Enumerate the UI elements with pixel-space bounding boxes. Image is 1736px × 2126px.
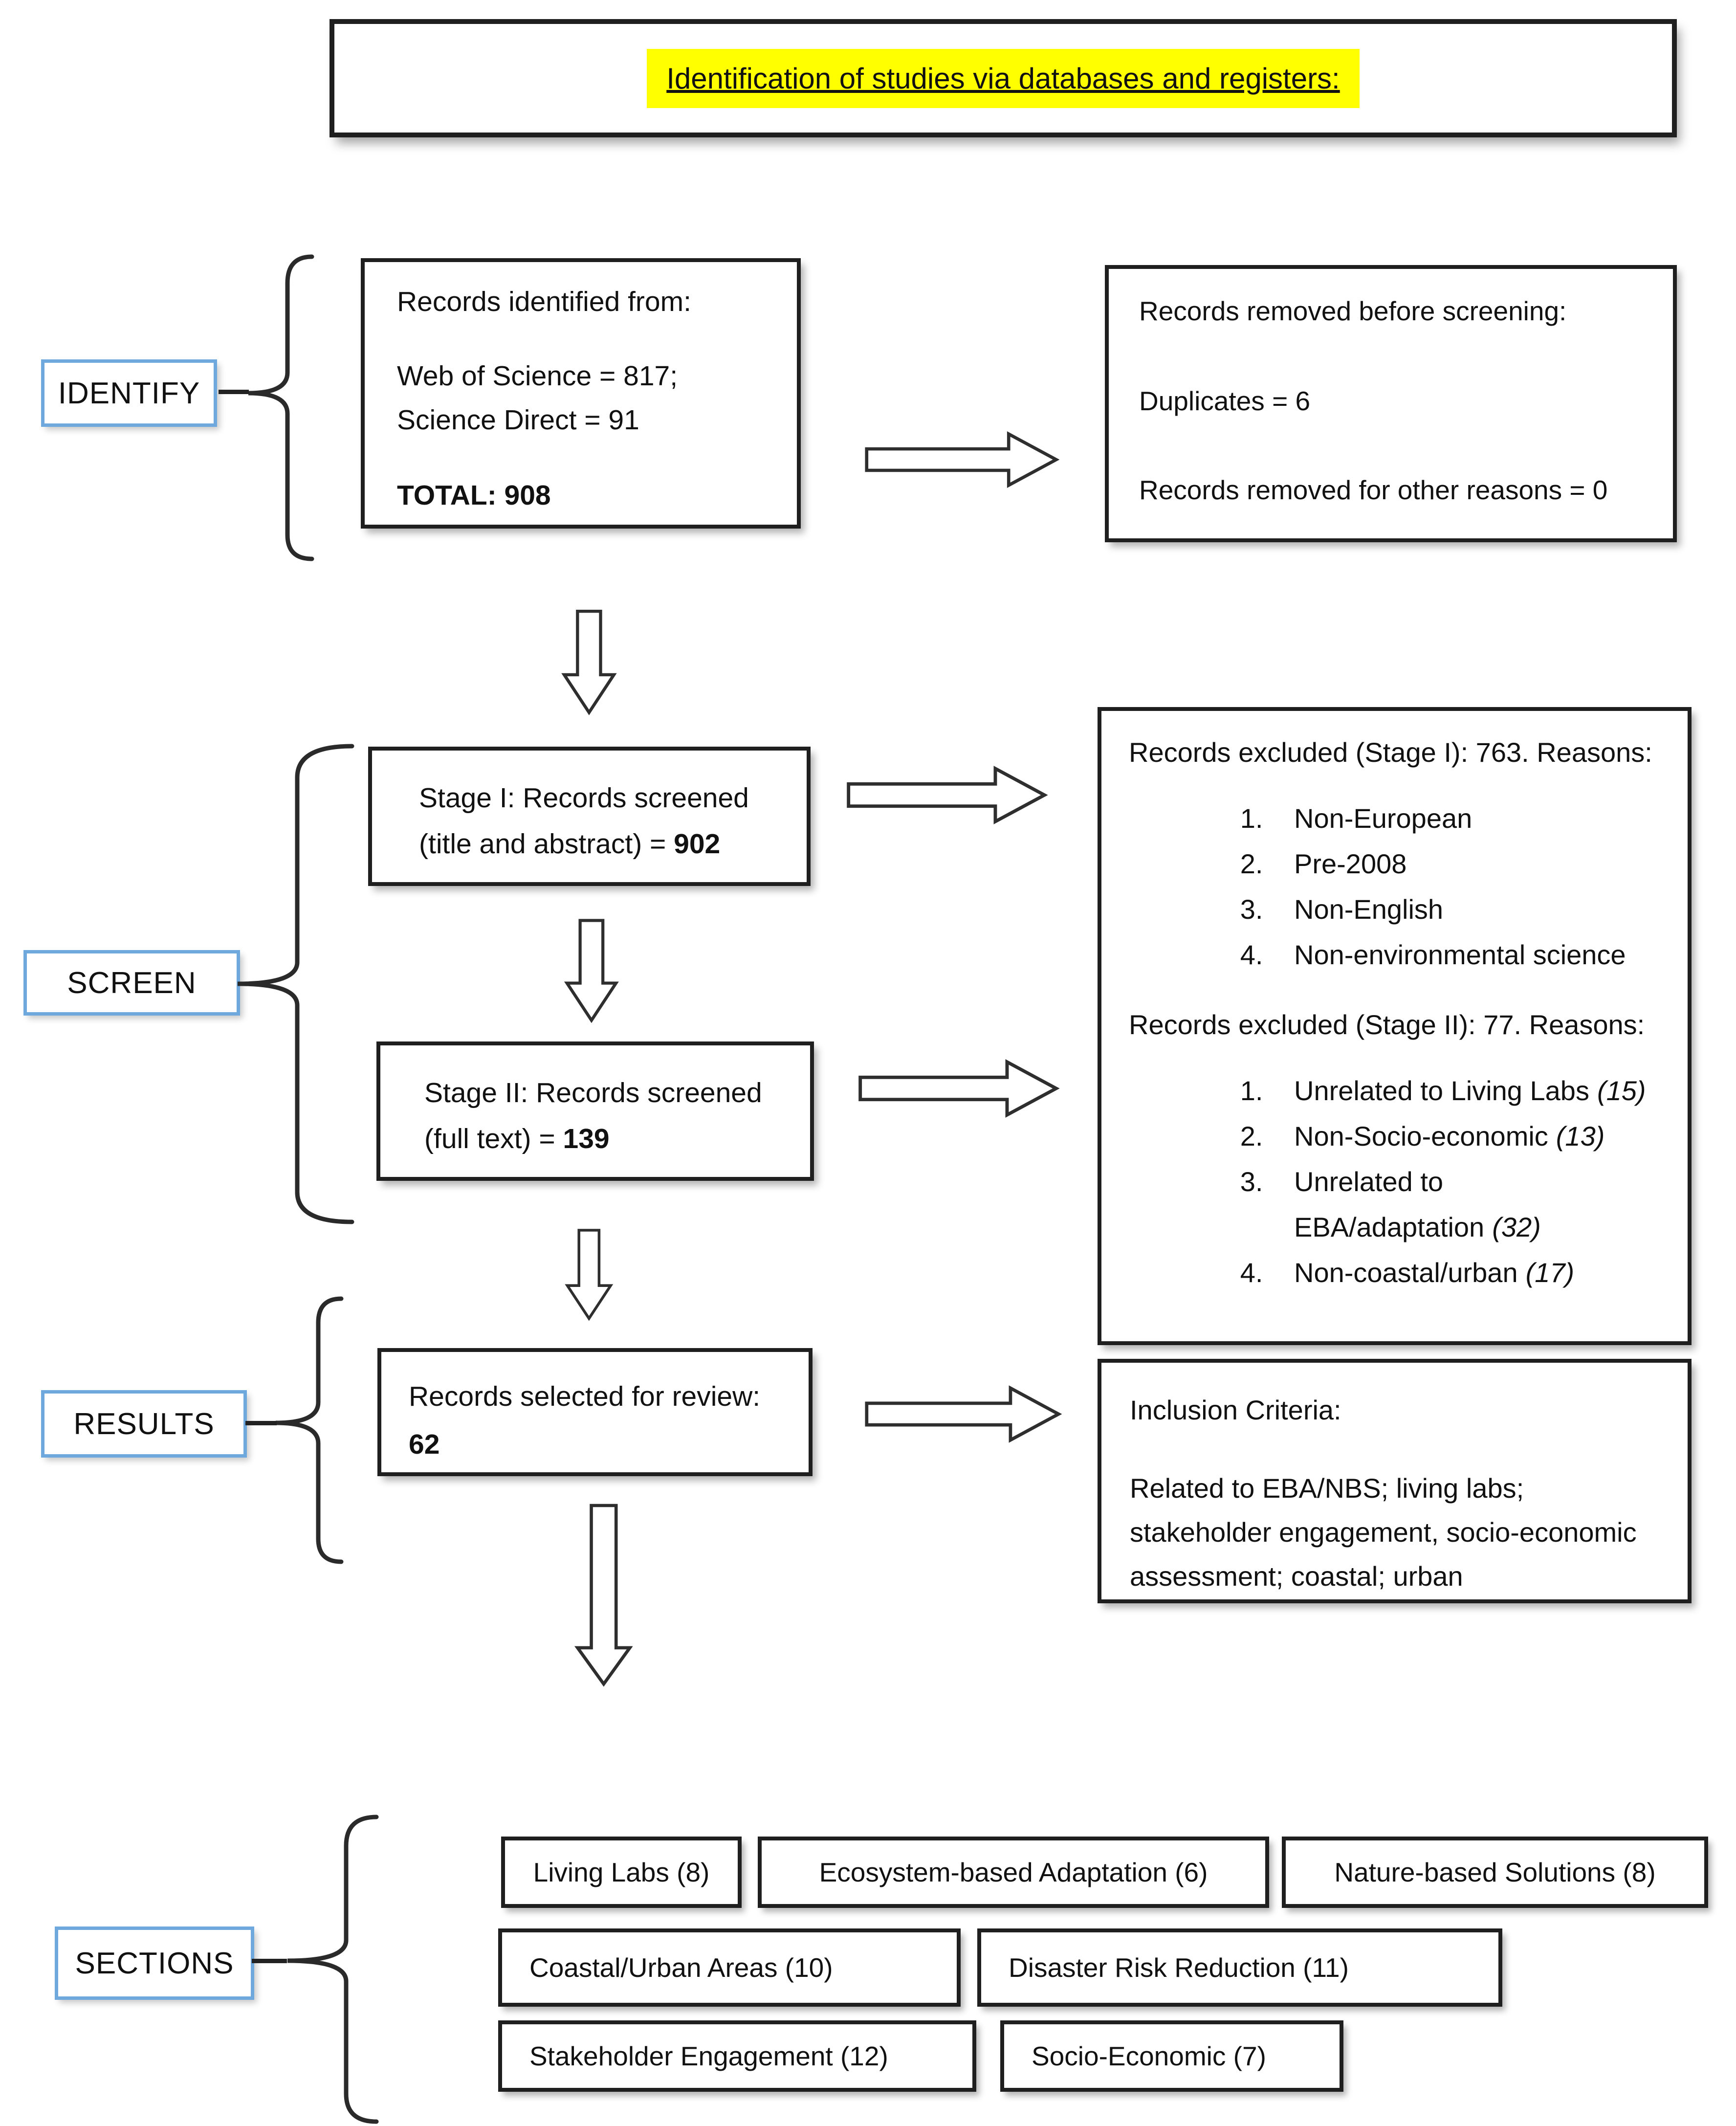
- right-arrow-icon: [865, 431, 1060, 488]
- duplicates-line: Duplicates = 6: [1139, 386, 1311, 416]
- excluded-reason: Unrelated to Living Labs(15): [1271, 1068, 1674, 1113]
- identify-brace-icon: [248, 254, 314, 561]
- records-removed-heading: Records removed before screening:: [1139, 296, 1567, 326]
- down-arrow-icon: [564, 919, 619, 1023]
- inclusion-criteria-box: Inclusion Criteria: Related to EBA/NBS; …: [1098, 1359, 1692, 1603]
- records-removed-box: Records removed before screening: Duplic…: [1105, 265, 1677, 542]
- stage1-count: 902: [674, 828, 721, 860]
- down-arrow-icon: [561, 609, 617, 715]
- other-reasons-line: Records removed for other reasons = 0: [1139, 475, 1608, 505]
- section-socio-economic: Socio-Economic (7): [1000, 2020, 1343, 2092]
- right-arrow-icon: [865, 1385, 1062, 1443]
- excluded-reason: Non-English: [1271, 886, 1674, 932]
- excluded-stage1-list: Non-European Pre-2008 Non-English Non-en…: [1129, 796, 1674, 977]
- stage1-line1: Stage I: Records screened: [419, 782, 749, 814]
- results-label: RESULTS: [41, 1390, 247, 1458]
- right-arrow-icon: [847, 766, 1048, 824]
- stage1-line2: (title and abstract) = 902: [419, 828, 721, 860]
- page-title: Identification of studies via databases …: [647, 48, 1360, 108]
- source-count: Web of Science = 817;: [397, 360, 678, 392]
- excluded-reason: Non-Socio-economic(13): [1271, 1113, 1674, 1159]
- records-identified-heading: Records identified from:: [397, 286, 691, 317]
- excluded-reason: Unrelated to EBA/adaptation(32): [1271, 1159, 1674, 1250]
- section-living-labs: Living Labs (8): [501, 1837, 742, 1908]
- section-disaster-risk-reduction: Disaster Risk Reduction (11): [977, 1928, 1502, 2007]
- inclusion-heading: Inclusion Criteria:: [1130, 1395, 1341, 1425]
- excluded-stage2-list: Unrelated to Living Labs(15) Non-Socio-e…: [1129, 1068, 1674, 1295]
- source-count: Science Direct = 91: [397, 404, 639, 436]
- long-down-arrow-icon: [574, 1504, 633, 1687]
- screen-brace-icon: [237, 744, 354, 1224]
- identify-label: IDENTIFY: [41, 359, 217, 427]
- title-box: Identification of studies via databases …: [330, 19, 1677, 137]
- right-arrow-icon: [858, 1059, 1060, 1118]
- excluded-reason: Pre-2008: [1271, 841, 1674, 886]
- stage2-screened-box: Stage II: Records screened (full text) =…: [376, 1041, 814, 1181]
- total-count: TOTAL: 908: [397, 480, 551, 511]
- sections-brace-icon: [287, 1815, 379, 2124]
- sections-connector-line: [252, 1959, 287, 1963]
- excluded-reason: Non-coastal/urban(17): [1271, 1250, 1674, 1295]
- stage1-screened-box: Stage I: Records screened (title and abs…: [368, 747, 811, 886]
- excluded-reason: Non-European: [1271, 796, 1674, 841]
- section-coastal-urban-areas: Coastal/Urban Areas (10): [498, 1928, 961, 2007]
- stage2-line1: Stage II: Records screened: [424, 1077, 762, 1108]
- stage2-count: 139: [563, 1123, 610, 1154]
- sections-label: SECTIONS: [55, 1927, 254, 2000]
- records-excluded-box: Records excluded (Stage I): 763. Reasons…: [1098, 707, 1692, 1345]
- screen-label: SCREEN: [23, 950, 240, 1016]
- results-connector-line: [245, 1421, 277, 1425]
- selected-count: 62: [409, 1429, 440, 1460]
- excluded-stage2-heading: Records excluded (Stage II): 77. Reasons…: [1129, 1009, 1645, 1040]
- stage2-line2: (full text) = 139: [424, 1123, 610, 1154]
- identify-connector-line: [219, 390, 249, 394]
- inclusion-body: Related to EBA/NBS; living labs; stakeho…: [1130, 1473, 1637, 1592]
- records-identified-box: Records identified from: Web of Science …: [361, 258, 801, 529]
- excluded-stage1-heading: Records excluded (Stage I): 763. Reasons…: [1129, 737, 1652, 768]
- results-brace-icon: [275, 1296, 344, 1564]
- records-selected-box: Records selected for review: 62: [377, 1348, 813, 1476]
- down-arrow-icon: [565, 1229, 614, 1321]
- excluded-reason: Non-environmental science: [1271, 932, 1674, 977]
- section-stakeholder-engagement: Stakeholder Engagement (12): [498, 2020, 976, 2092]
- selected-line1: Records selected for review:: [409, 1381, 761, 1412]
- section-ecosystem-based-adaptation: Ecosystem-based Adaptation (6): [758, 1837, 1269, 1908]
- section-nature-based-solutions: Nature-based Solutions (8): [1282, 1837, 1708, 1908]
